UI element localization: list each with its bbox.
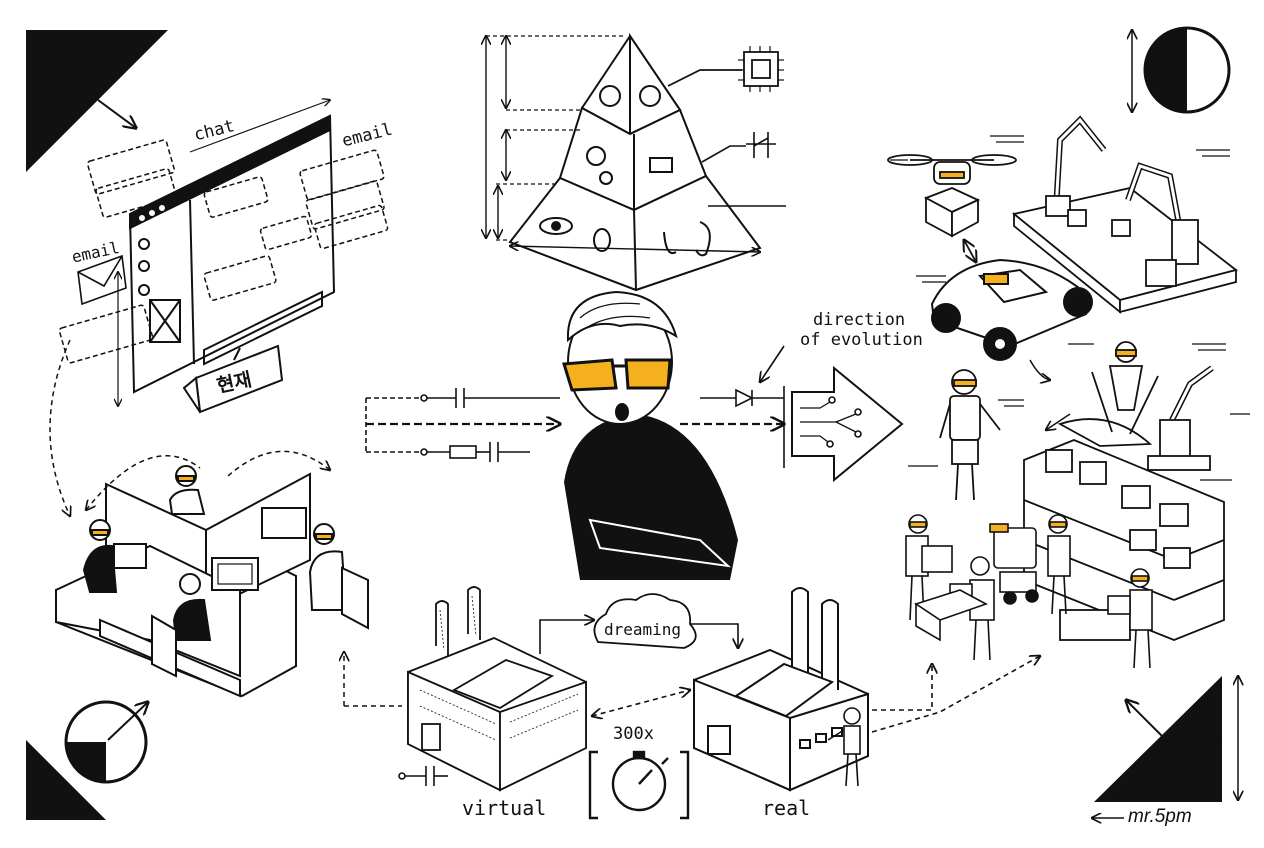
input-signal-lines [365, 388, 560, 462]
brain-icon [599, 85, 621, 107]
humanoid-robot [939, 369, 1001, 501]
microchip-icon [667, 46, 784, 92]
chat-bubbles [58, 139, 389, 364]
warehouse-shelves [1023, 439, 1225, 641]
assembly-line [1011, 115, 1239, 314]
sensing-pyramid [508, 32, 762, 292]
virtual-factory [407, 586, 587, 792]
chat-window [128, 114, 336, 394]
dreaming-label: dreaming [604, 620, 682, 639]
warehouse-workers [905, 514, 1153, 669]
stopwatch-icon [588, 750, 690, 820]
virtual-label: virtual [462, 796, 547, 820]
real-factory [693, 587, 869, 792]
delivery-drone [887, 154, 1017, 262]
annotation-ticks [890, 135, 1250, 481]
eye-icon [539, 217, 573, 235]
central-character [562, 290, 738, 580]
signature-label: mr.5pm [1128, 806, 1192, 827]
direction-line-1: direction [812, 310, 906, 330]
circuit-symbol [701, 132, 786, 207]
motor-icon [649, 157, 673, 173]
vertical-mark-label: w/c [1205, 726, 1222, 749]
right-flow-arrows [1029, 359, 1071, 430]
sunglasses-lens-left [562, 358, 618, 392]
banner-ribbon [182, 344, 284, 414]
output-signal-lines [680, 345, 904, 483]
office-connector-arrows [49, 339, 402, 707]
autonomous-car [930, 258, 1093, 361]
capacitor-symbol [398, 766, 448, 786]
direction-of-evolution-label: direction of evolution [800, 310, 923, 350]
direction-line-2: of evolution [800, 330, 923, 350]
dreaming-loop-arrows [539, 620, 1040, 733]
office-cubicles [55, 465, 369, 698]
real-label: real [762, 796, 811, 820]
speed-label: 300x [613, 724, 654, 744]
surgical-robot [1057, 341, 1214, 471]
corner-triangle-bottom-right [1092, 676, 1238, 818]
corner-circle-bottom-left [26, 702, 148, 820]
chat-dimension-line [189, 100, 330, 153]
half-circle-mark [1132, 26, 1231, 114]
humanoid-robot-small [827, 707, 861, 787]
gear-icon [586, 146, 606, 166]
corner-triangle-top-left [26, 30, 168, 172]
cloud-icon [593, 593, 697, 649]
sunglasses-lens-right [624, 358, 672, 390]
